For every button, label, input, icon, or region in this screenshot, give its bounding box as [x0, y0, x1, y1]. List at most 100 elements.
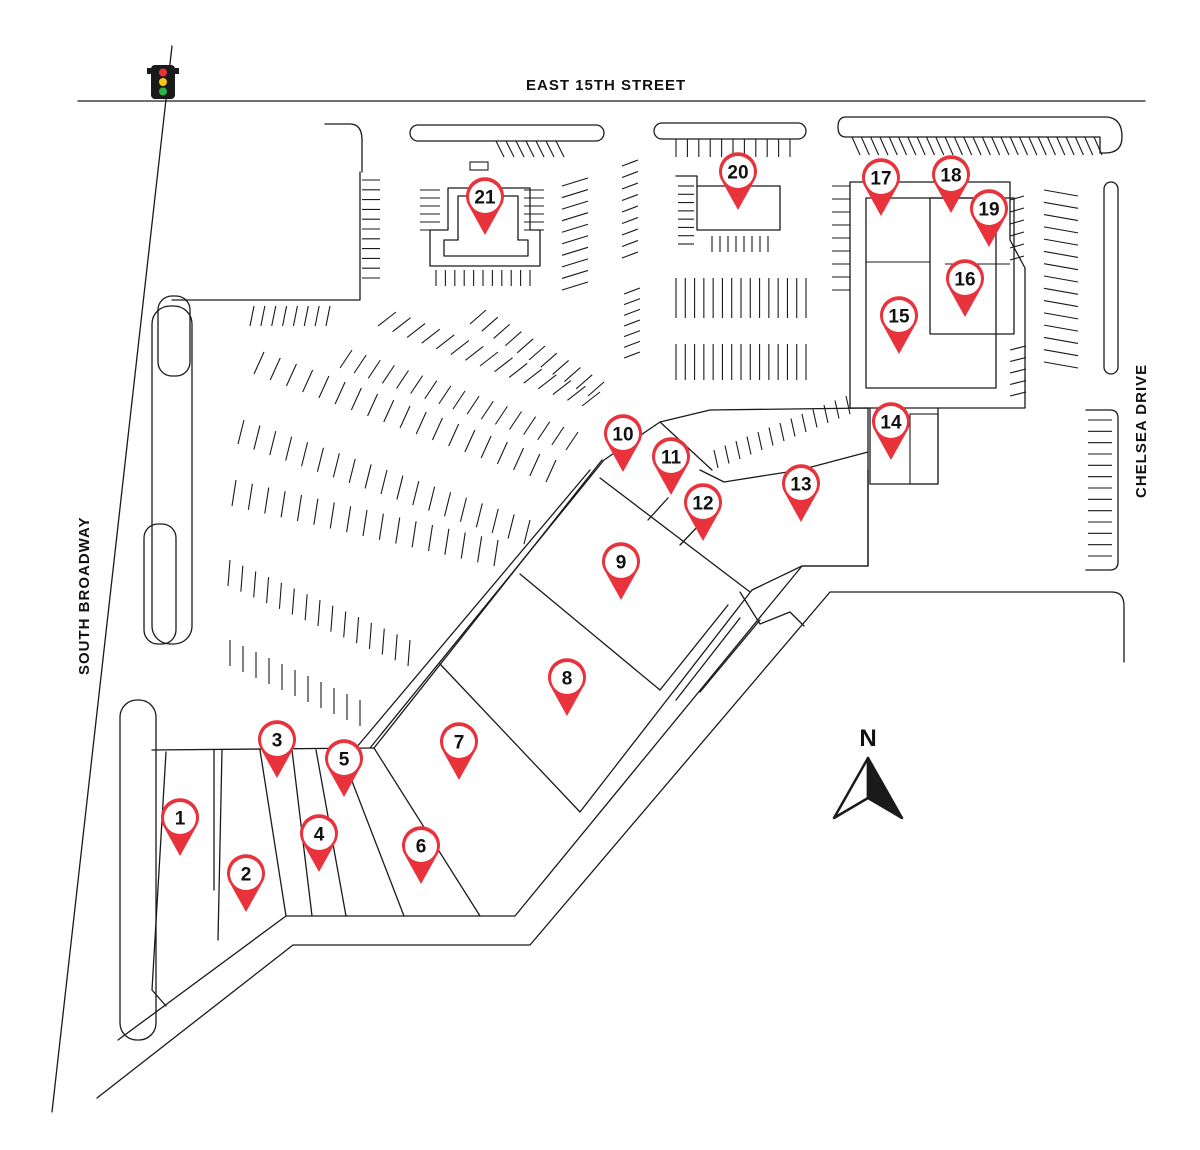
map-pin-icon[interactable]: 19 [970, 189, 1009, 247]
parking-stall-line [823, 404, 829, 424]
parking-stall-line [545, 140, 555, 158]
map-pin-icon[interactable]: 15 [880, 296, 918, 354]
parking-stall-line [460, 532, 466, 559]
parking-stall-line [768, 427, 774, 446]
pin-label: 1 [175, 809, 186, 830]
parking-stall-line [475, 503, 483, 528]
parking-stall-line [428, 486, 436, 511]
parking-stall-line [724, 445, 730, 464]
parking-stall-line [317, 599, 321, 627]
parking-stall-line [561, 177, 589, 187]
map-pin-icon[interactable]: 11 [652, 437, 690, 495]
parking-stall-line [381, 628, 385, 655]
pin-label: 15 [888, 307, 910, 328]
pin-face [261, 724, 293, 756]
parking-stall-line [1028, 136, 1038, 156]
parking-stall-line [561, 269, 589, 279]
map-pin-icon[interactable]: 9 [602, 542, 640, 600]
parking-stall-line [343, 611, 347, 638]
traffic-yellow-icon [159, 78, 167, 86]
parking-stall-line [621, 216, 639, 225]
roads [51, 45, 1146, 1113]
parking-stall-line [567, 385, 586, 401]
parking-stall-line [1009, 207, 1025, 213]
parking-stall-line [493, 539, 499, 567]
parking-stall-line [1009, 379, 1027, 386]
map-pin-icon[interactable]: 12 [684, 483, 722, 541]
map-pin-icon[interactable]: 16 [946, 259, 984, 317]
parking-stall-line [381, 365, 395, 384]
pin-label: 21 [474, 188, 496, 209]
parking-stalls [227, 136, 1112, 726]
pin-label: 17 [870, 169, 891, 190]
parking-stall-line [1043, 324, 1079, 332]
parking-stall-line [552, 380, 572, 396]
map-pin-icon[interactable]: 1 [161, 798, 199, 856]
pin-label: 4 [314, 825, 325, 846]
parking-stall-line [575, 374, 593, 390]
pin-face [607, 418, 639, 450]
parking-stall-line [537, 421, 551, 441]
pin-label: 19 [978, 200, 999, 221]
map-pin-icon[interactable]: 18 [932, 155, 970, 213]
parking-stall-line [1009, 391, 1027, 397]
parking-stall-line [1009, 243, 1025, 249]
parking-stall-line [581, 391, 601, 407]
parking-stall-line [621, 205, 639, 213]
parking-stall-line [963, 136, 973, 156]
map-pin-icon[interactable]: 17 [862, 158, 900, 216]
parking-stall-line [845, 395, 851, 415]
pin-label: 18 [940, 166, 961, 187]
parking-stall-line [415, 411, 427, 435]
pin-face [405, 830, 437, 862]
map-pin-icon[interactable]: 4 [299, 814, 339, 872]
map-pin-icon[interactable]: 13 [782, 464, 820, 522]
map-pin-icon[interactable]: 10 [604, 414, 642, 472]
map-pin-icon[interactable]: 14 [872, 402, 911, 460]
parking-stall-line [1009, 195, 1025, 201]
parking-stall-line [480, 435, 492, 459]
parking-stall-line [479, 351, 499, 367]
parking-stall-line [378, 513, 384, 540]
map-pin-icon[interactable]: 7 [440, 722, 478, 780]
pin-label: 2 [241, 865, 252, 886]
parking-stall-line [790, 418, 796, 437]
map-pin-icon[interactable]: 3 [258, 720, 296, 778]
parking-stall-line [552, 359, 569, 375]
parking-stall-line [269, 357, 281, 381]
parking-stall-line [435, 334, 455, 350]
parking-stall-line [452, 390, 466, 410]
parking-stall-line [466, 395, 480, 415]
parking-stall-line [330, 605, 334, 632]
east-medians [1085, 181, 1119, 571]
building-20 [675, 175, 781, 231]
parking-stall-line [253, 351, 265, 375]
parking-stall-line [944, 136, 954, 156]
parking-stall-line [481, 316, 499, 332]
parking-stall-line [621, 193, 639, 202]
pin-label: 12 [692, 494, 713, 515]
parking-stall-line [1009, 356, 1027, 363]
map-pin-icon[interactable]: 5 [325, 739, 363, 797]
parking-stall-line [1043, 336, 1079, 344]
parking-stall-line [623, 319, 641, 327]
parking-stall-line [1000, 136, 1010, 156]
map-pin-icon[interactable]: 8 [548, 658, 586, 716]
parking-stall-line [247, 483, 253, 510]
parking-stall-line [561, 200, 589, 210]
parking-stall-line [523, 519, 531, 545]
parking-stall-line [523, 368, 543, 384]
pin-face [303, 818, 335, 850]
parking-stall-line [348, 458, 356, 484]
median [157, 295, 191, 377]
map-pin-icon[interactable]: 2 [227, 854, 265, 912]
map-pin-icon[interactable]: 20 [719, 152, 757, 210]
parking-stall-line [1043, 263, 1079, 271]
map-pin-icon[interactable]: 21 [466, 177, 504, 235]
map-pin-icon[interactable]: 6 [402, 826, 440, 884]
parking-stall-line [1043, 361, 1079, 369]
parking-stall-line [377, 311, 397, 327]
parking-stall-line [507, 514, 515, 539]
parking-stall-line [269, 430, 277, 456]
